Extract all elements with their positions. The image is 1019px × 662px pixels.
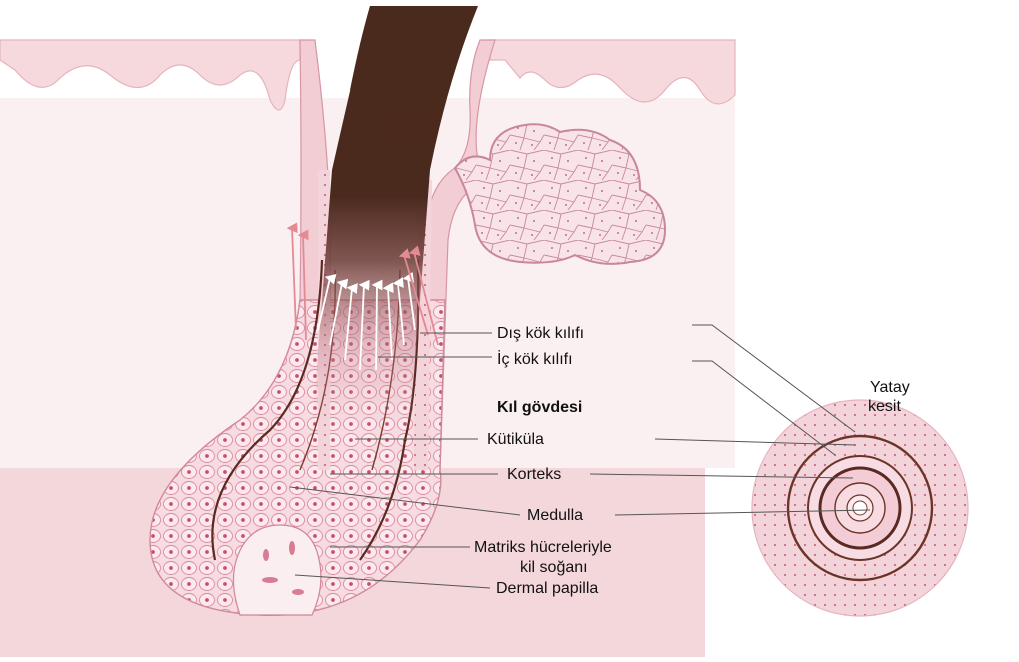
label-matriks-line1: Matriks hücreleriyle bbox=[474, 539, 612, 556]
label-matriks-line2: kil soğanı bbox=[520, 559, 588, 576]
label-yatay: Yatay bbox=[870, 379, 910, 396]
label-dermal-papilla: Dermal papilla bbox=[496, 580, 598, 597]
cross-section bbox=[752, 400, 968, 616]
label-korteks: Korteks bbox=[507, 466, 561, 483]
epidermis-right bbox=[490, 40, 735, 104]
label-kesit: kesit bbox=[868, 398, 901, 415]
label-kutikula: Kütiküla bbox=[487, 431, 544, 448]
label-medulla: Medulla bbox=[527, 507, 583, 524]
label-ic-kok-kilifi: İç kök kılıfı bbox=[497, 349, 573, 368]
label-kil-govdesi: Kıl gövdesi bbox=[497, 399, 582, 416]
label-dis-kok-kilifi: Dış kök kılıfı bbox=[497, 325, 584, 342]
